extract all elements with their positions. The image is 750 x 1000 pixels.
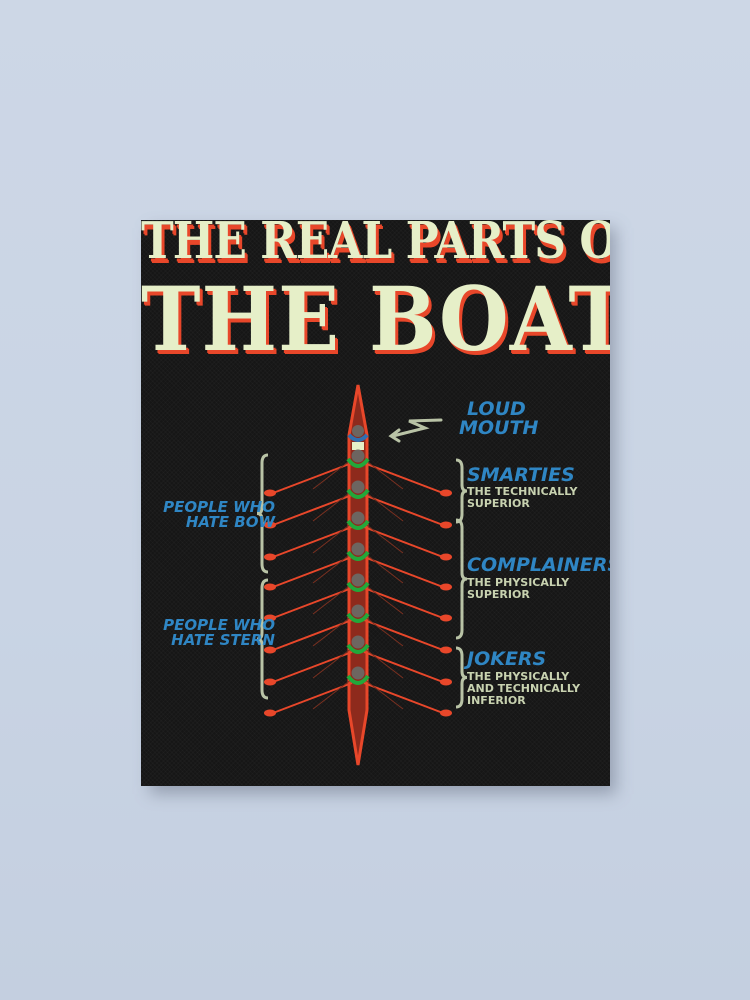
oar-blade-right <box>440 521 452 529</box>
rigger-right <box>363 458 404 490</box>
label-stern-line1: PEOPLE WHO <box>163 616 275 634</box>
rigger-right <box>363 583 404 615</box>
label-jokers: JOKERS <box>467 648 547 670</box>
title-line-1: THE REAL PARTS OF <box>141 220 610 271</box>
rigger-right <box>363 678 404 710</box>
label-loud-line1: LOUD <box>467 398 526 420</box>
rigger-left <box>312 583 353 615</box>
smarties-sub-2: SUPERIOR <box>467 497 530 510</box>
label-stern-line2: HATE STERN <box>171 631 275 649</box>
label-complainers-sub: THE PHYSICALLY SUPERIOR <box>467 577 569 601</box>
label-loud-line2: MOUTH <box>459 417 539 439</box>
rigger-left <box>312 615 353 647</box>
oar-blade-left <box>264 678 276 686</box>
rigger-left <box>312 490 353 522</box>
brace-complainers <box>455 518 468 640</box>
rower-head <box>351 604 365 618</box>
oar-blade-left <box>264 583 276 591</box>
oar-left <box>272 494 353 526</box>
oar-left <box>272 682 353 714</box>
rower-head <box>351 449 365 463</box>
oar-right <box>363 556 444 588</box>
rowing-boat-illustration <box>256 384 468 766</box>
oar-blade-left <box>264 489 276 497</box>
label-complainers: COMPLAINERS <box>467 554 610 576</box>
oar-left <box>272 526 353 558</box>
label-bow-line2: HATE BOW <box>185 513 275 531</box>
complainers-sub-1: THE PHYSICALLY <box>467 576 570 589</box>
oar-blade-right <box>440 553 452 561</box>
rigger-right <box>363 522 404 554</box>
oar-left <box>272 556 353 588</box>
rower-head <box>351 573 365 587</box>
brace-jokers <box>455 646 468 709</box>
oar-right <box>363 462 444 494</box>
rigger-left <box>312 678 353 710</box>
oar-blade-right <box>440 646 452 654</box>
oar-right <box>363 494 444 526</box>
title-line-2: THE BOAT <box>141 267 610 371</box>
brace-smarties <box>455 458 468 524</box>
oar-right <box>363 587 444 619</box>
oar-blade-left <box>264 646 276 654</box>
oar-blade-left <box>264 709 276 717</box>
rower-head <box>351 635 365 649</box>
label-people-hate-bow: PEOPLE WHO HATE BOW <box>163 500 275 530</box>
rower-head <box>351 542 365 556</box>
oar-blade-right <box>440 709 452 717</box>
coxswain-head <box>352 425 364 437</box>
oar-blade-right <box>440 583 452 591</box>
oar-blade-right <box>440 678 452 686</box>
jokers-sub-1: THE PHYSICALLY <box>467 670 570 683</box>
oar-left <box>272 651 353 683</box>
rower-body <box>346 519 370 530</box>
oar-blade-left <box>264 614 276 622</box>
complainers-sub-2: SUPERIOR <box>467 588 530 601</box>
rigger-left <box>312 552 353 584</box>
label-smarties: SMARTIES <box>467 464 575 486</box>
oar-right <box>363 619 444 651</box>
rigger-left <box>312 458 353 490</box>
rigger-right <box>363 552 404 584</box>
rower-body <box>346 550 370 561</box>
rigger-left <box>312 647 353 679</box>
rower-body <box>346 488 370 499</box>
jokers-sub-3: INFERIOR <box>467 694 526 707</box>
oar-left <box>272 619 353 651</box>
label-loud-mouth: LOUD MOUTH <box>459 400 538 438</box>
jokers-sub-2: AND TECHNICALLY <box>467 682 581 695</box>
rower-head <box>351 480 365 494</box>
coxswain-seat <box>352 442 364 450</box>
oar-blade-left <box>264 553 276 561</box>
coxswain-body <box>347 433 369 442</box>
rigger-right <box>363 615 404 647</box>
arrow-to-coxswain <box>388 418 443 443</box>
rigger-right <box>363 647 404 679</box>
rower-body <box>346 643 370 654</box>
label-smarties-sub: THE TECHNICALLY SUPERIOR <box>467 486 578 510</box>
oar-blade-right <box>440 614 452 622</box>
oar-left <box>272 462 353 494</box>
oar-right <box>363 682 444 714</box>
rigger-left <box>312 522 353 554</box>
rower-body <box>346 457 370 468</box>
rower-head <box>351 511 365 525</box>
rigger-right <box>363 490 404 522</box>
canvas-print: THE REAL PARTS OF THE BOAT LOUD MOUTH PE… <box>141 220 610 786</box>
rower-head <box>351 666 365 680</box>
brace-hate-stern <box>256 578 269 700</box>
oar-right <box>363 526 444 558</box>
smarties-sub-1: THE TECHNICALLY <box>467 485 578 498</box>
label-jokers-sub: THE PHYSICALLY AND TECHNICALLY INFERIOR <box>467 671 580 707</box>
rower-body <box>346 581 370 592</box>
oar-left <box>272 587 353 619</box>
oar-blade-right <box>440 489 452 497</box>
rower-body <box>346 674 370 685</box>
oar-blade-left <box>264 521 276 529</box>
label-people-hate-stern: PEOPLE WHO HATE STERN <box>163 618 275 648</box>
label-bow-line1: PEOPLE WHO <box>163 498 275 516</box>
rower-body <box>346 612 370 623</box>
brace-hate-bow <box>256 453 269 574</box>
oar-right <box>363 651 444 683</box>
